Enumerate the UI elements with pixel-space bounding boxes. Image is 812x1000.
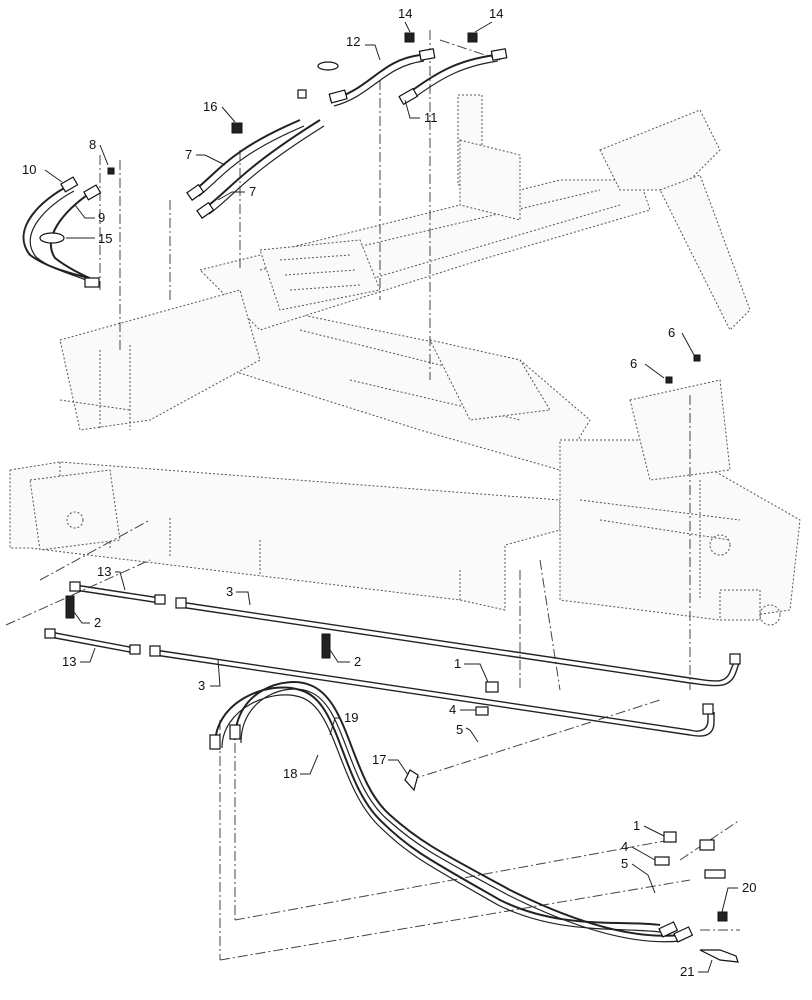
callout-17: 17 (372, 752, 386, 767)
callout-1: 1 (633, 818, 640, 833)
callout-5: 5 (456, 722, 463, 737)
callout-5: 5 (621, 856, 628, 871)
hose-12 (328, 48, 436, 107)
callout-11: 11 (424, 110, 438, 125)
phantom-lines (5, 30, 741, 961)
callout-14: 14 (489, 6, 503, 21)
callout-10: 10 (22, 162, 36, 177)
callout-4: 4 (449, 702, 456, 717)
callout-7: 7 (185, 147, 192, 162)
callout-9: 9 (98, 210, 105, 225)
callout-16: 16 (203, 99, 217, 114)
part-15-ring (39, 232, 65, 244)
hose-end-21 (699, 949, 739, 963)
callout-6: 6 (668, 325, 675, 340)
callout-14: 14 (398, 6, 412, 21)
callout-21: 21 (680, 964, 694, 979)
callout-4: 4 (621, 839, 628, 854)
fitting-20 (699, 839, 728, 922)
machine-frame (9, 94, 801, 626)
hose-9 (22, 176, 102, 288)
callout-13: 13 (62, 654, 76, 669)
callout-12: 12 (346, 34, 360, 49)
clip-17 (404, 769, 419, 792)
hose-18-19 (209, 681, 694, 943)
callout-19: 19 (344, 710, 358, 725)
callout-1: 1 (454, 656, 461, 671)
callout-8: 8 (89, 137, 96, 152)
fitting-8 (107, 167, 115, 175)
part-loop (317, 61, 339, 71)
hose-7 (186, 119, 325, 219)
clamp-set-lower (647, 831, 677, 894)
clamp-2 (65, 595, 331, 659)
leader-lines (44, 21, 738, 973)
callout-2: 2 (354, 654, 361, 669)
callout-3: 3 (226, 584, 233, 599)
callout-2: 2 (94, 615, 101, 630)
clamp-16 (231, 122, 243, 134)
callout-6: 6 (630, 356, 637, 371)
callout-15: 15 (98, 231, 112, 246)
callout-13: 13 (97, 564, 111, 579)
tube-13 (44, 581, 166, 655)
callout-3: 3 (198, 678, 205, 693)
callout-18: 18 (283, 766, 297, 781)
fitting-6 (665, 354, 701, 384)
part-small-clip (297, 89, 307, 99)
callout-20: 20 (742, 880, 756, 895)
callout-labels: 14 14 12 11 16 7 7 8 10 9 15 6 6 13 3 2 … (22, 6, 756, 979)
hose-11 (398, 48, 508, 106)
clamp-set-middle (469, 681, 499, 743)
fitting-14 (404, 32, 478, 43)
tube-3 (149, 597, 741, 737)
callout-7: 7 (249, 184, 256, 199)
